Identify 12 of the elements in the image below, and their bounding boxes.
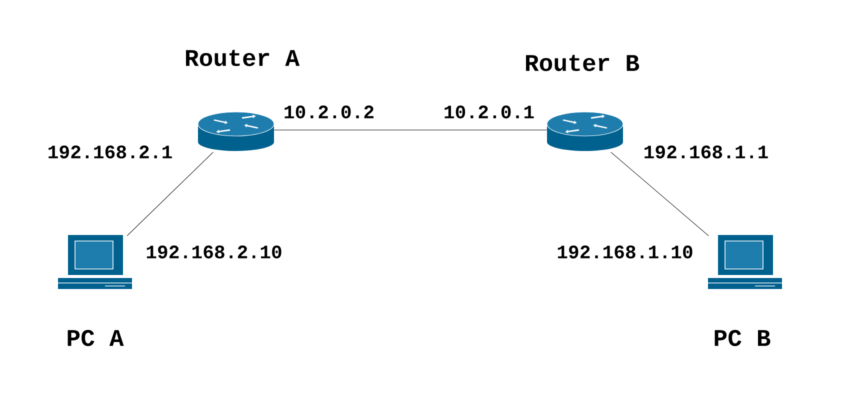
ip-address-label: 192.168.1.10 <box>558 246 692 258</box>
link-line <box>610 152 709 236</box>
device-name: Router A <box>186 50 300 66</box>
ip-address-label: 192.168.2.10 <box>146 246 282 258</box>
ip-address-label: 192.168.2.1 <box>48 146 172 158</box>
device-name: PC B <box>714 330 770 346</box>
device-name: Router B <box>526 54 640 72</box>
ip-address-label: 10.2.0.2 <box>284 106 374 118</box>
link-line <box>126 152 214 236</box>
device-name: PC A <box>68 330 124 346</box>
ip-address-label: 192.168.1.1 <box>644 146 768 158</box>
ip-address-label: 10.2.0.1 <box>444 106 534 118</box>
